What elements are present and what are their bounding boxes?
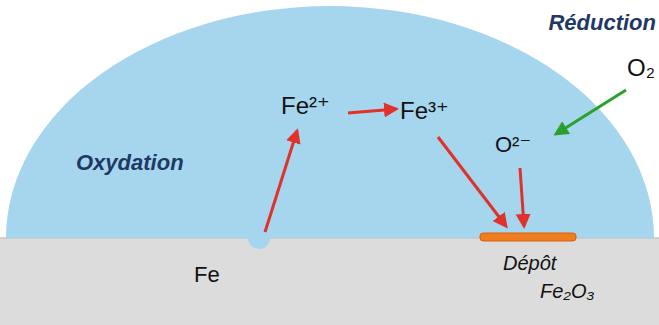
water-droplet — [6, 6, 654, 238]
deposit-arrow — [520, 168, 524, 226]
reduction-arrow — [556, 90, 626, 134]
oxidation-arrow — [348, 109, 396, 113]
deposit-formula: Fe₂O₃ — [540, 280, 594, 303]
deposit-name: Dépôt — [503, 252, 556, 275]
species-formula: O²⁻ — [495, 132, 531, 157]
species-formula: Fe²⁺ — [281, 92, 330, 120]
oxide-deposit — [480, 233, 576, 241]
process-name: Oxydation — [76, 150, 184, 175]
process-name: Réduction — [548, 10, 656, 35]
corrosion-pit — [248, 238, 270, 249]
species-formula: Fe³⁺ — [400, 97, 449, 125]
oxidation-arrow — [265, 131, 297, 232]
metal-name: Fe — [194, 262, 220, 287]
species-formula: O₂ — [627, 54, 655, 82]
metal-plate — [0, 238, 659, 325]
